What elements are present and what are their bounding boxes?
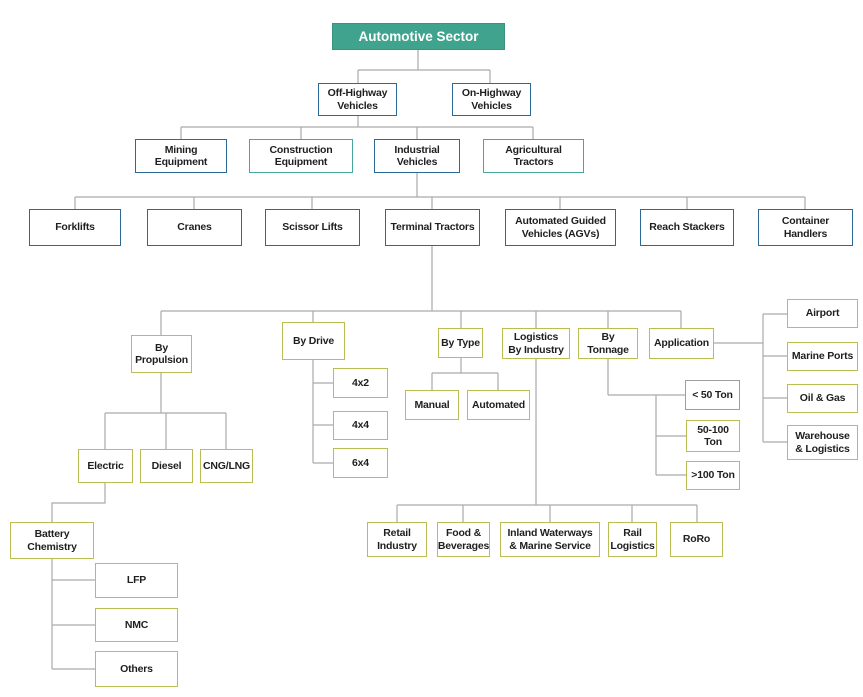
node-rail-logistics: Rail Logistics	[608, 522, 657, 557]
node-warehouse-logistics: Warehouse & Logistics	[787, 425, 858, 460]
node-nmc: NMC	[95, 608, 178, 642]
node-oil-gas: Oil & Gas	[787, 384, 858, 413]
node-by-propulsion: By Propulsion	[131, 335, 192, 373]
node-inland-waterways-marine-service: Inland Waterways & Marine Service	[500, 522, 600, 557]
node-application: Application	[649, 328, 714, 359]
node-marine-ports: Marine Ports	[787, 342, 858, 371]
node-on-highway-vehicles: On-Highway Vehicles	[452, 83, 531, 116]
node-4x4: 4x4	[333, 411, 388, 440]
node-battery-chemistry: Battery Chemistry	[10, 522, 94, 559]
node-roro: RoRo	[670, 522, 723, 557]
node-cranes: Cranes	[147, 209, 242, 246]
node-retail-industry: Retail Industry	[367, 522, 427, 557]
node-50-100-ton: 50-100 Ton	[686, 420, 740, 452]
node-diesel: Diesel	[140, 449, 193, 483]
node-terminal-tractors: Terminal Tractors	[385, 209, 480, 246]
node-airport: Airport	[787, 299, 858, 328]
node-electric: Electric	[78, 449, 133, 483]
node-by-drive: By Drive	[282, 322, 345, 360]
node-under-50-ton: < 50 Ton	[685, 380, 740, 410]
node-off-highway-vehicles: Off-Highway Vehicles	[318, 83, 397, 116]
node-lfp: LFP	[95, 563, 178, 598]
node-by-type: By Type	[438, 328, 483, 358]
node-forklifts: Forklifts	[29, 209, 121, 246]
node-manual: Manual	[405, 390, 459, 420]
node-construction-equipment: Construction Equipment	[249, 139, 353, 173]
node-logistics-by-industry: Logistics By Industry	[502, 328, 570, 359]
node-4x2: 4x2	[333, 368, 388, 398]
node-industrial-vehicles: Industrial Vehicles	[374, 139, 460, 173]
node-cng-lng: CNG/LNG	[200, 449, 253, 483]
node-by-tonnage: By Tonnage	[578, 328, 638, 359]
node-mining-equipment: Mining Equipment	[135, 139, 227, 173]
node-others: Others	[95, 651, 178, 687]
node-agricultural-tractors: Agricultural Tractors	[483, 139, 584, 173]
node-automated-guided-vehicles: Automated Guided Vehicles (AGVs)	[505, 209, 616, 246]
node-automotive-sector: Automotive Sector	[332, 23, 505, 50]
node-automated: Automated	[467, 390, 530, 420]
node-6x4: 6x4	[333, 448, 388, 478]
node-reach-stackers: Reach Stackers	[640, 209, 734, 246]
node-food-beverages: Food & Beverages	[437, 522, 490, 557]
node-scissor-lifts: Scissor Lifts	[265, 209, 360, 246]
node-container-handlers: Container Handlers	[758, 209, 853, 246]
node-over-100-ton: >100 Ton	[686, 461, 740, 490]
